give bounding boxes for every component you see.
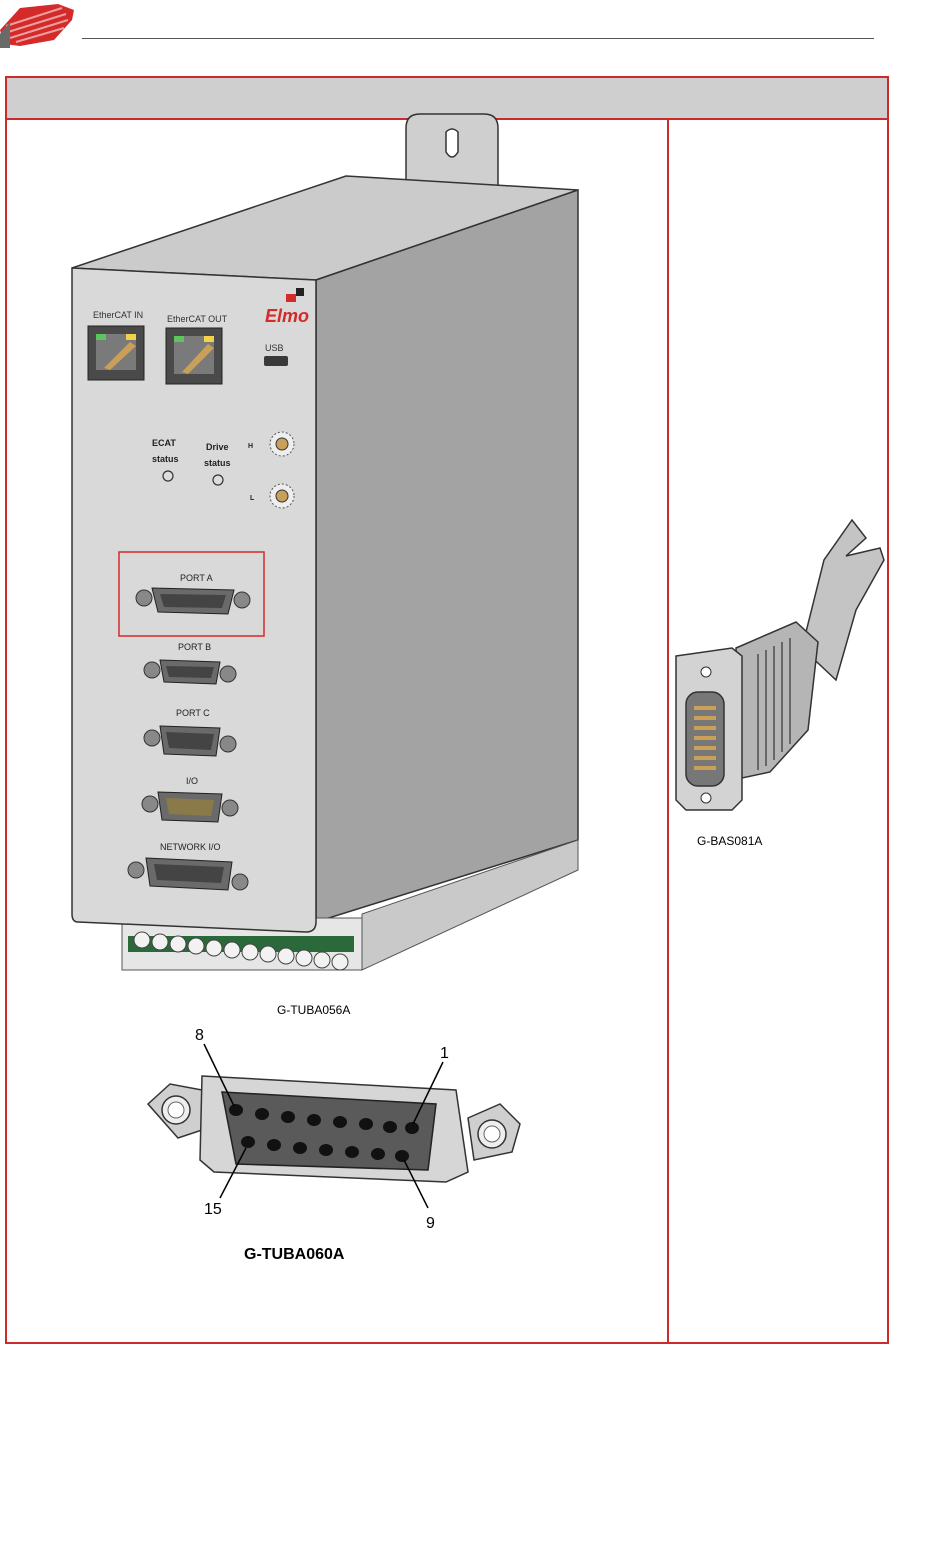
drive-caption: G-TUBA056A xyxy=(277,1003,350,1017)
connector-pinout-detail xyxy=(146,1075,521,1183)
network-io-label: NETWORK I/O xyxy=(160,842,221,852)
switch-high-label: H xyxy=(248,443,253,450)
port-a-label: PORT A xyxy=(180,573,213,583)
device-brand: Elmo xyxy=(265,306,309,326)
network-io-connector xyxy=(127,857,249,891)
ethercat-in-label: EtherCAT IN xyxy=(93,310,143,320)
header-rule xyxy=(82,38,874,39)
io-connector xyxy=(141,791,239,823)
pin-1-label: 1 xyxy=(440,1045,449,1062)
terminal-screws xyxy=(133,931,349,971)
connector-caption: G-TUBA060A xyxy=(244,1246,345,1263)
port-b-label: PORT B xyxy=(178,642,211,652)
ecat-status-label-1: ECAT xyxy=(152,438,176,448)
connector-pins xyxy=(229,1104,419,1162)
company-logo xyxy=(0,4,74,48)
switch-low-label: L xyxy=(250,495,255,502)
case-side xyxy=(315,188,579,924)
port-c-connector xyxy=(143,725,237,757)
pin-8-label: 8 xyxy=(195,1027,204,1044)
cable-caption: G-BAS081A xyxy=(697,834,762,848)
usb-label: USB xyxy=(265,343,284,353)
pin-15-label: 15 xyxy=(204,1201,222,1218)
ecat-status-label-2: status xyxy=(152,454,179,464)
cable-illustration xyxy=(675,518,885,811)
port-a-highlight xyxy=(118,551,265,637)
column-divider xyxy=(667,118,669,1342)
port-a-connector xyxy=(135,587,251,615)
figure-table xyxy=(5,76,889,1344)
io-label: I/O xyxy=(186,776,198,786)
drive-status-led xyxy=(212,474,224,486)
drive-status-label-1: Drive xyxy=(206,442,229,452)
drive-status-label-2: status xyxy=(204,458,231,468)
pin-callout-lines xyxy=(203,1043,444,1209)
port-b-connector xyxy=(143,659,237,685)
keyhole-slot-icon xyxy=(445,128,459,158)
pin-9-label: 9 xyxy=(426,1215,435,1232)
ecat-status-led xyxy=(162,470,174,482)
ethercat-out-label: EtherCAT OUT xyxy=(167,314,228,324)
usb-port xyxy=(264,356,288,366)
port-c-label: PORT C xyxy=(176,708,210,718)
